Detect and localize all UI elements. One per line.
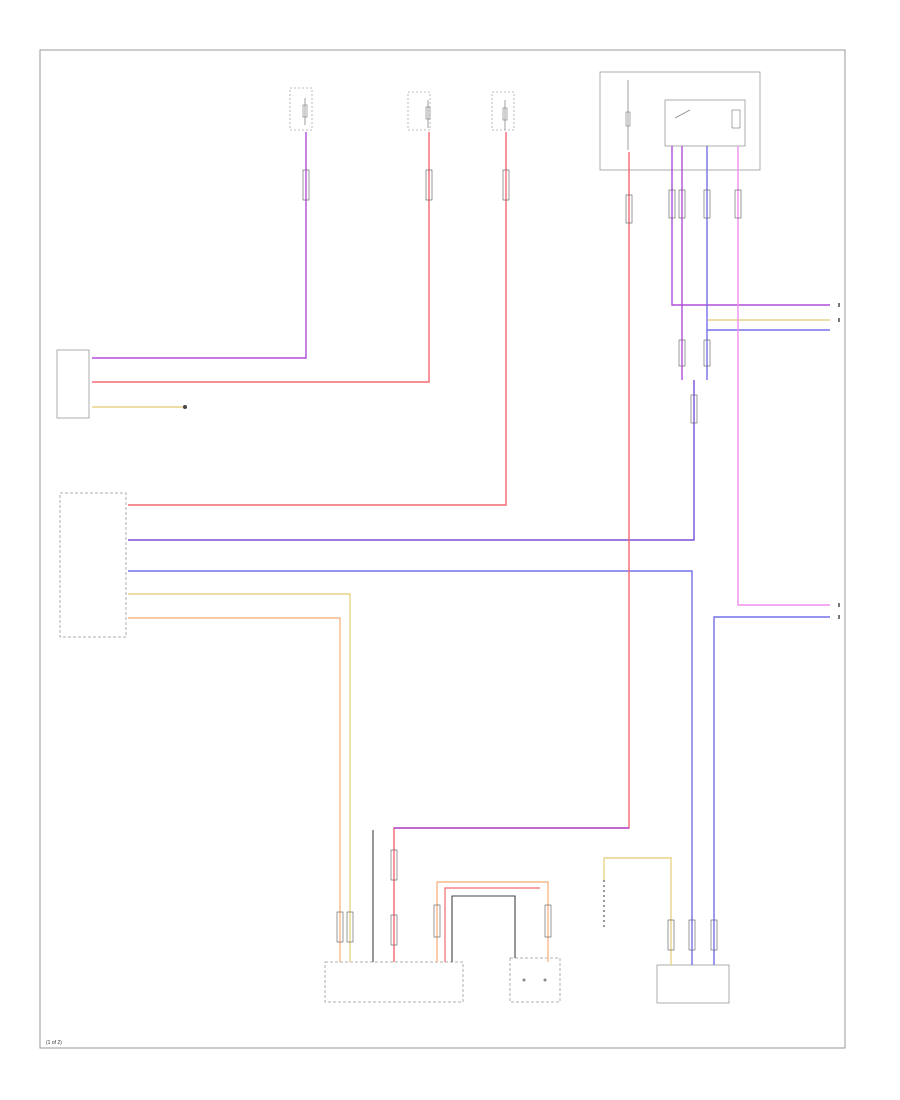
terminal-ticks: [838, 303, 840, 619]
wire-violet-2: [128, 380, 695, 541]
wire-yellow-3: [603, 857, 672, 965]
wire-red-4: [444, 887, 540, 962]
wire-blue-2: [706, 146, 830, 331]
wire-orange-1: [128, 617, 341, 962]
diagram-caption: (1 of 2): [46, 1040, 62, 1046]
fuse-group-3: [491, 91, 515, 131]
wire-pink-1: [737, 146, 830, 606]
diagram-frame: [39, 49, 846, 1049]
wire-blue-1: [128, 570, 693, 965]
wire-yellow-1: [128, 593, 351, 962]
bottom-module-3: [656, 964, 730, 1004]
left-module-2: [59, 492, 127, 638]
fuse-group-1: [289, 87, 313, 131]
wire-orange-2: [436, 881, 549, 962]
wire-violet-1: [92, 132, 307, 359]
connector-marks: [302, 169, 742, 951]
wire-red-2: [128, 132, 507, 506]
wire-black-1: [451, 895, 516, 962]
relay-box: [599, 71, 761, 171]
wire-red-1: [92, 132, 430, 383]
wire-violet-4: [671, 146, 830, 306]
wire-blue-4: [713, 616, 830, 965]
bottom-module-1: [324, 961, 464, 1003]
left-module-1: [56, 349, 90, 419]
bottom-module-2: [509, 957, 561, 1003]
fuse-group-2: [407, 91, 431, 131]
